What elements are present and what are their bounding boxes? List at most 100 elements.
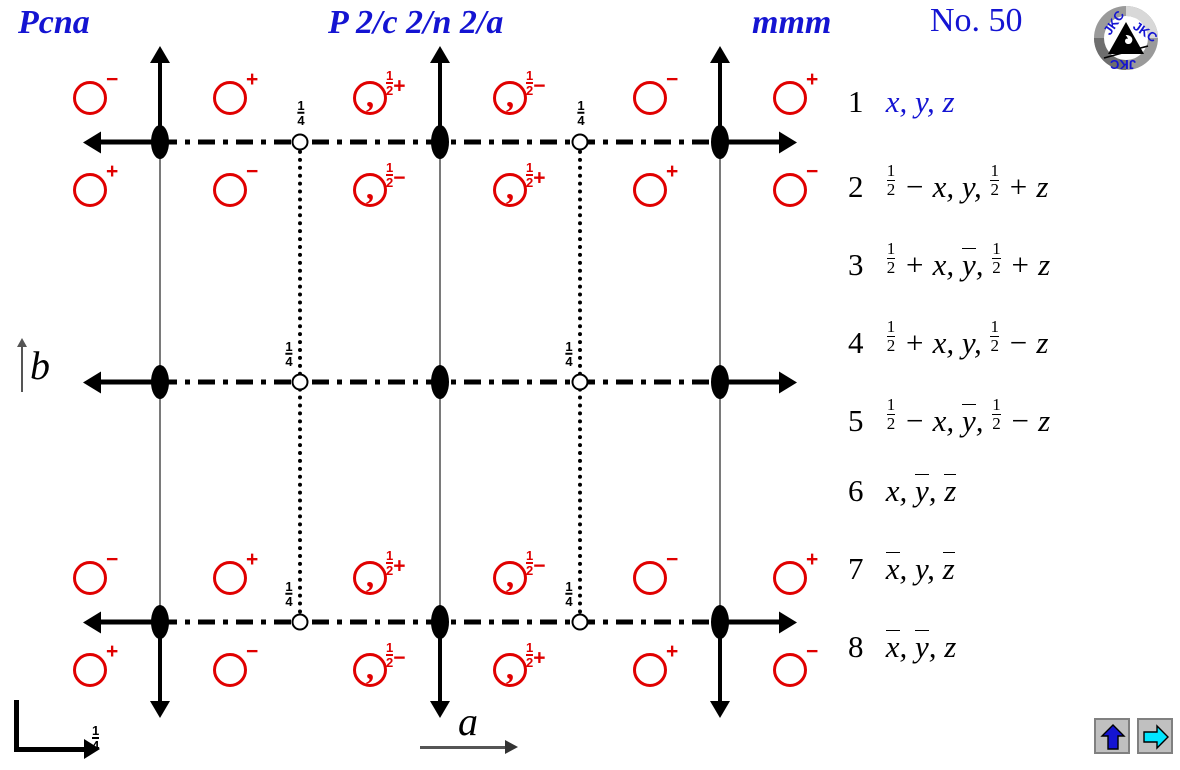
twofold-arrow-right	[720, 611, 797, 633]
symop-number: 6	[848, 473, 864, 508]
atom-circle-icon	[633, 561, 667, 595]
atom-height-tag: +	[106, 640, 119, 663]
symop-coords: x, y, z	[885, 629, 957, 664]
arrow-head-icon	[83, 371, 101, 393]
twofold-arrow-right	[720, 371, 797, 393]
atom-height-tag: +	[666, 640, 679, 663]
general-position-atom: +	[213, 69, 258, 115]
atom-height-tag: −	[666, 548, 679, 571]
inversion-center-symbol	[571, 613, 589, 631]
twofold-axis-symbol	[151, 125, 169, 159]
twofold-axis-symbol	[431, 125, 449, 159]
inversion-center-symbol	[571, 133, 589, 151]
next-button[interactable]	[1137, 718, 1173, 754]
atom-circle-comma-icon: ,	[493, 652, 527, 687]
origin-horizontal-arrow-icon	[14, 739, 100, 759]
general-position-atom: +	[633, 641, 678, 687]
symop-number: 7	[848, 551, 864, 586]
atom-circle-comma-icon: ,	[353, 560, 387, 595]
atom-circle-icon	[773, 81, 807, 115]
a-axis-arrow-icon	[420, 740, 518, 754]
atom-circle-comma-icon: ,	[353, 172, 387, 207]
atom-height-tag: −	[106, 548, 119, 571]
atom-circle-icon	[773, 561, 807, 595]
arrow-head-icon	[150, 701, 170, 718]
atom-height-tag: +	[246, 68, 259, 91]
point-group-label: mmm	[752, 4, 832, 41]
arrow-head-icon	[430, 46, 450, 63]
general-position-atom: +	[73, 161, 118, 207]
symop-number: 3	[848, 246, 864, 282]
a-axis-letter: a	[458, 699, 478, 744]
symop-number: 8	[848, 629, 864, 664]
arrow-head-icon	[150, 46, 170, 63]
symop-coords: x, y, z	[885, 84, 955, 119]
symop-row: 1 x, y, z	[848, 86, 955, 117]
arrow-head-icon	[710, 701, 730, 718]
b-axis-letter: b	[30, 343, 50, 388]
arrow-head-icon	[779, 131, 797, 153]
symop-number: 1	[848, 84, 864, 119]
atom-height-tag: −	[106, 68, 119, 91]
arrow-head-icon	[779, 371, 797, 393]
twofold-arrow-left	[83, 131, 160, 153]
atom-circle-icon	[73, 561, 107, 595]
twofold-arrow-up	[710, 46, 730, 126]
general-position-atom: −	[73, 69, 118, 115]
general-position-atom: +	[773, 69, 818, 115]
atom-circle-comma-icon: ,	[493, 172, 527, 207]
twofold-axis-symbol	[151, 365, 169, 399]
twofold-arrow-left	[83, 371, 160, 393]
jkc-logo: JKC JKC JKC	[1090, 2, 1162, 74]
twofold-axis-symbol	[431, 365, 449, 399]
atom-height-tag: −	[246, 640, 259, 663]
up-button[interactable]	[1094, 718, 1130, 754]
navigation-buttons	[1094, 718, 1173, 754]
twofold-arrow-up	[430, 46, 450, 126]
symop-number: 2	[848, 168, 864, 204]
atom-height-tag: −	[806, 640, 819, 663]
general-position-atom: +	[773, 549, 818, 595]
space-group-number: No. 50	[930, 2, 1023, 39]
atom-circle-icon	[73, 81, 107, 115]
origin-vertical-tick	[14, 700, 19, 752]
atom-circle-comma-icon: ,	[353, 652, 387, 687]
atom-height-tag: +	[666, 160, 679, 183]
atom-height-tag: −	[666, 68, 679, 91]
general-position-atom: +	[633, 161, 678, 207]
hm-symbol-full: P 2/c 2/n 2/a	[328, 4, 504, 41]
b-axis-arrow-icon	[17, 338, 27, 392]
arrow-head-icon	[710, 46, 730, 63]
inversion-center-symbol	[291, 373, 309, 391]
general-position-atom: −	[213, 641, 258, 687]
arrow-head-icon	[779, 611, 797, 633]
atom-circle-icon	[633, 653, 667, 687]
inversion-center-symbol	[291, 613, 309, 631]
hm-symbol-short: Pcna	[18, 4, 90, 41]
atom-circle-comma-icon: ,	[353, 80, 387, 115]
